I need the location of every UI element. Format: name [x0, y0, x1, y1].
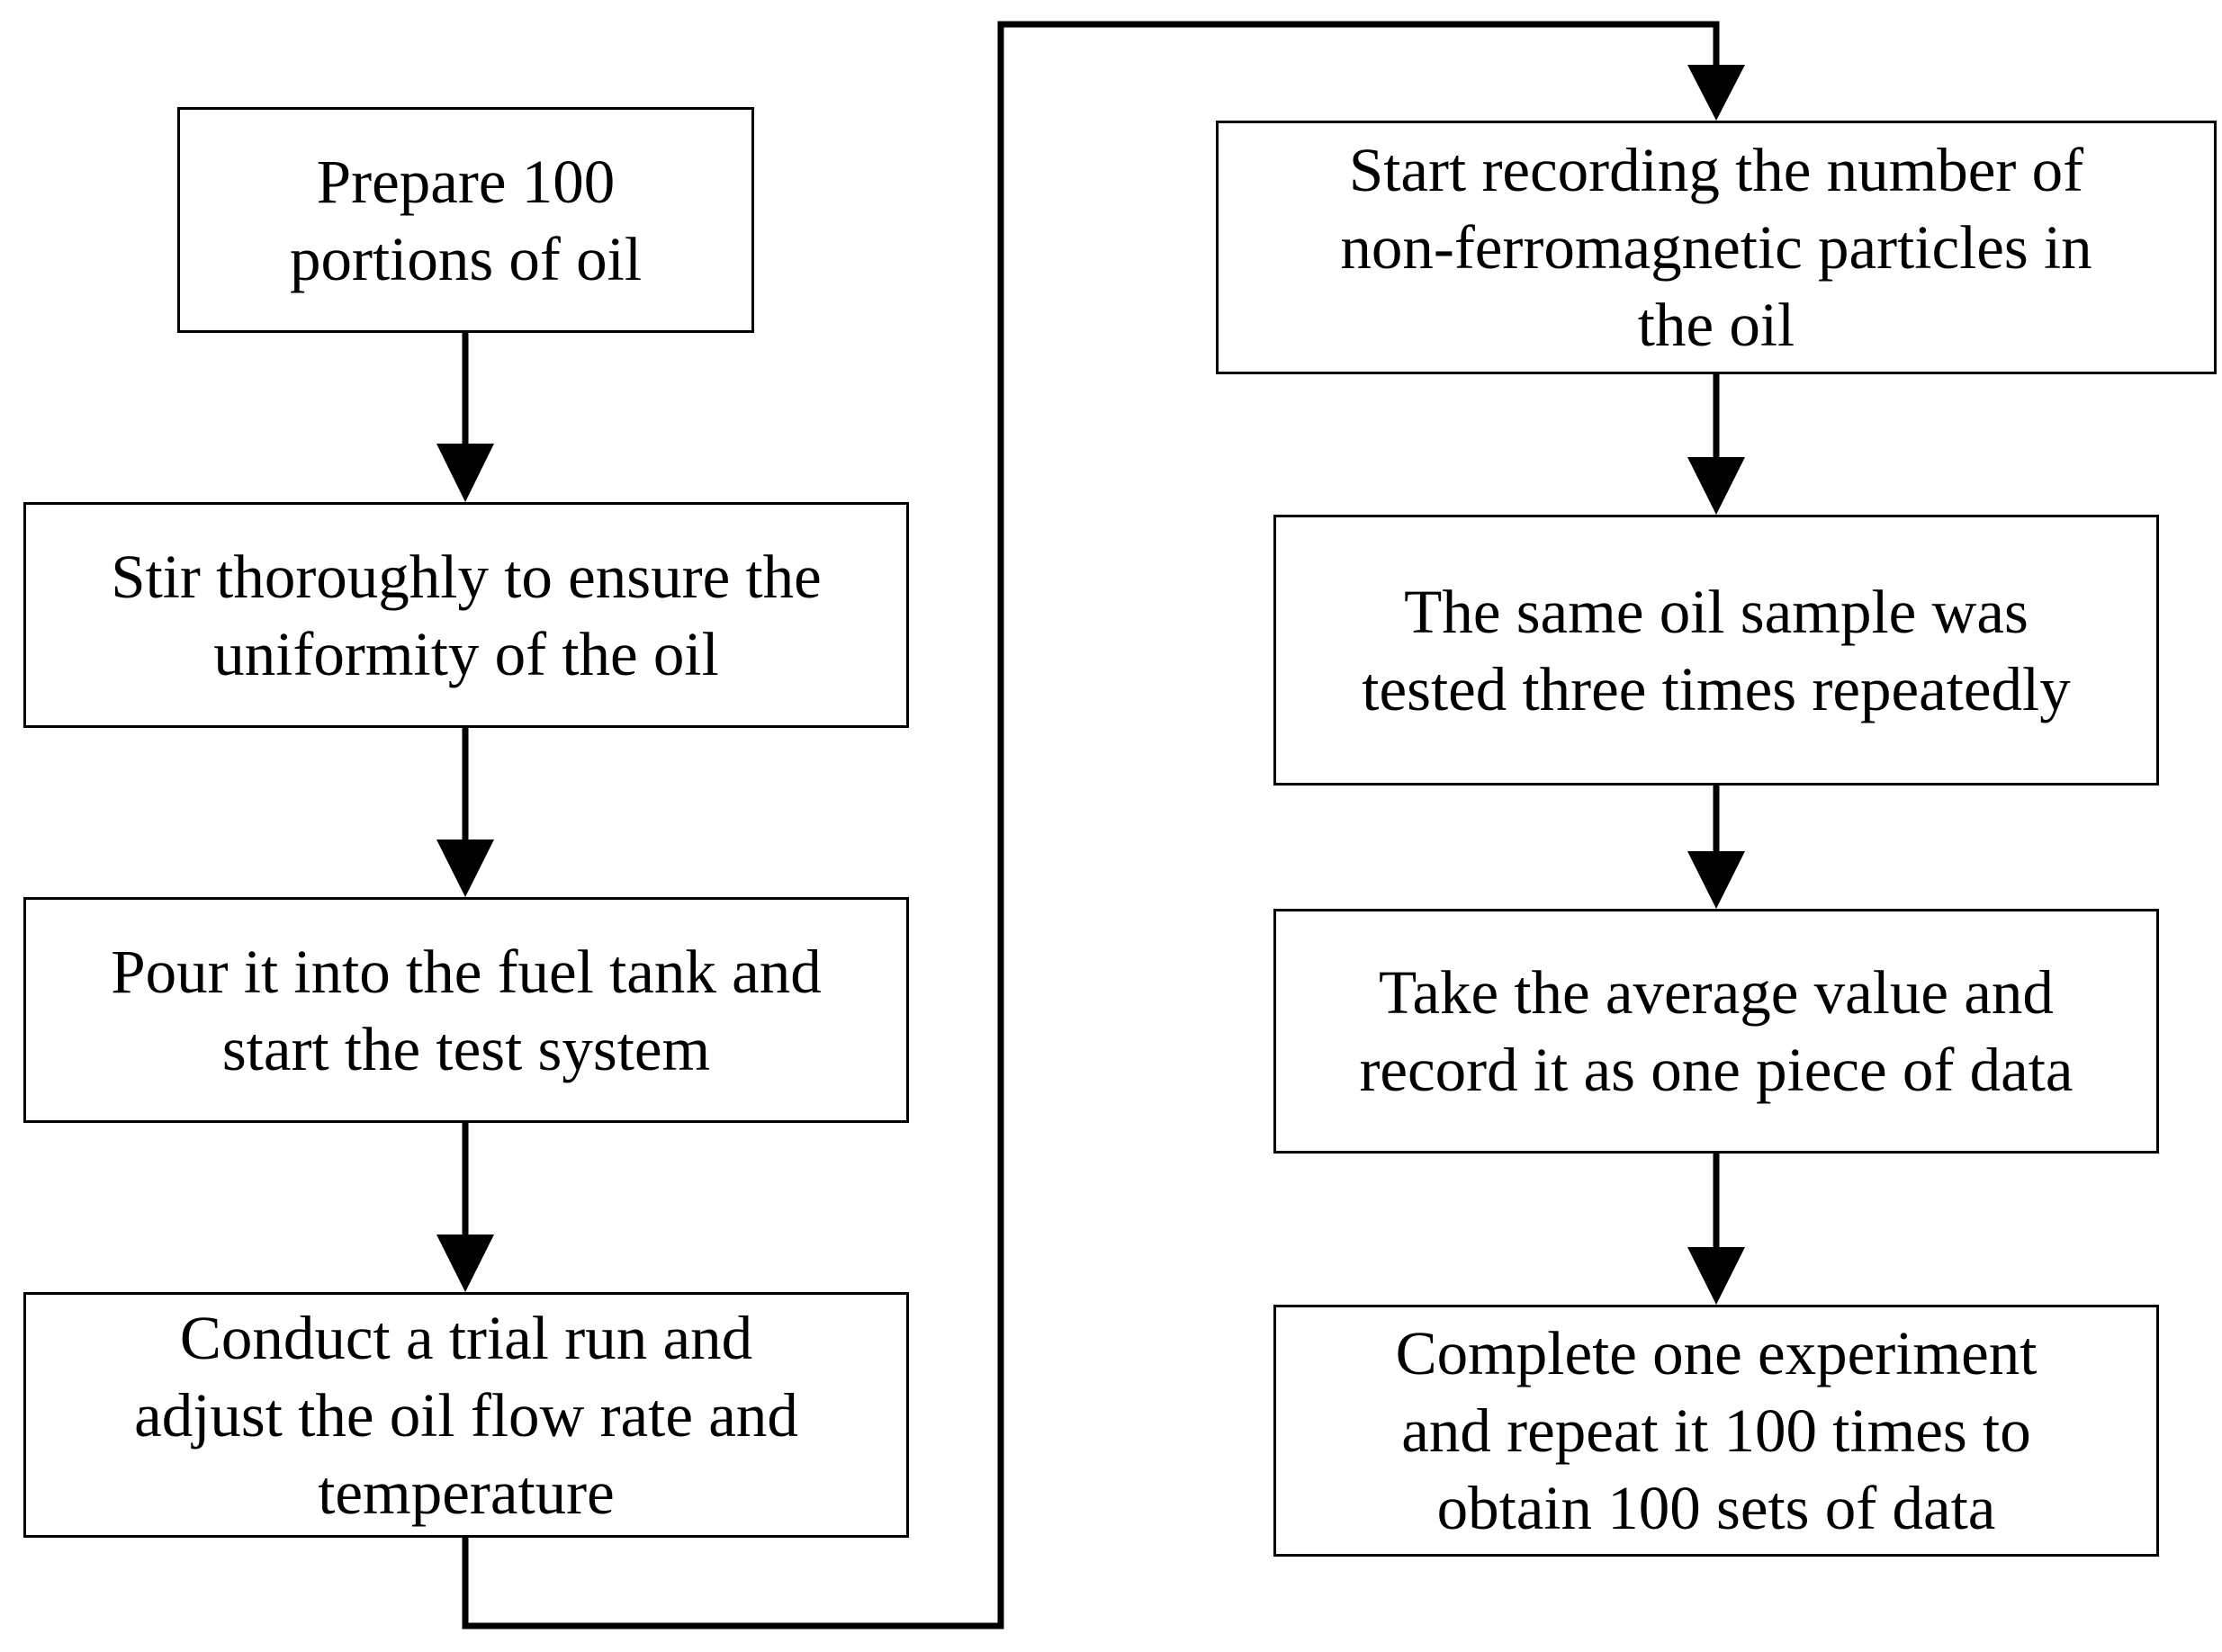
- step-complete-experiment: Complete one experiment and repeat it 10…: [1273, 1305, 2159, 1557]
- arrow-step4-to-step5: [462, 21, 1745, 1630]
- arrow-step5-to-step6: [1687, 374, 1745, 515]
- arrow-step1-to-step2: [436, 333, 494, 502]
- step-stir-oil-text: Stir thoroughly to ensure the uniformity…: [111, 542, 822, 688]
- arrow-step2-to-step3: [436, 728, 494, 897]
- step-repeat-test: The same oil sample was tested three tim…: [1273, 515, 2159, 786]
- step-repeat-test-text: The same oil sample was tested three tim…: [1362, 577, 2071, 723]
- step-start-recording-text: Start recording the number of non-ferrom…: [1340, 136, 2092, 359]
- step-pour-into-tank: Pour it into the fuel tank and start the…: [23, 897, 909, 1123]
- step-prepare-oil-text: Prepare 100 portions of oil: [290, 147, 642, 293]
- step-stir-oil: Stir thoroughly to ensure the uniformity…: [23, 502, 909, 728]
- step-complete-experiment-text: Complete one experiment and repeat it 10…: [1395, 1319, 2038, 1542]
- step-trial-run-text: Conduct a trial run and adjust the oil f…: [134, 1303, 798, 1527]
- arrow-step6-to-step7: [1687, 786, 1745, 909]
- arrow-step3-to-step4: [436, 1123, 494, 1292]
- step-start-recording: Start recording the number of non-ferrom…: [1216, 121, 2217, 374]
- step-prepare-oil: Prepare 100 portions of oil: [177, 107, 754, 333]
- step-trial-run: Conduct a trial run and adjust the oil f…: [23, 1292, 909, 1538]
- step-average-value-text: Take the average value and record it as …: [1359, 958, 2074, 1104]
- arrow-step7-to-step8: [1687, 1154, 1745, 1305]
- step-pour-into-tank-text: Pour it into the fuel tank and start the…: [111, 937, 822, 1083]
- step-average-value: Take the average value and record it as …: [1273, 909, 2159, 1154]
